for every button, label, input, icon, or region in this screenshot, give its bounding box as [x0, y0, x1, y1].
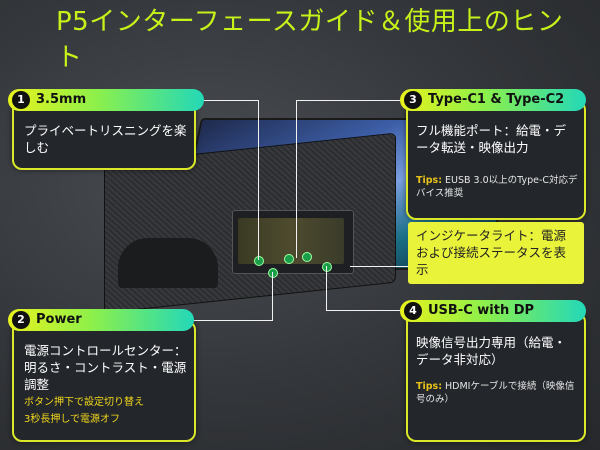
- callout-power-note1: ボタン押下で設定切り替え: [24, 397, 144, 408]
- tips-text: HDMIケーブルで接続（映像信号のみ）: [416, 381, 575, 405]
- callout-typec-label: Type-C1 & Type-C2: [428, 92, 565, 107]
- tips-tag: Tips:: [416, 175, 442, 186]
- callout-usbc-dp-body: 映像信号出力専用（給電・データ非対応）: [416, 335, 567, 367]
- port-usbc-dp-dot[interactable]: [322, 262, 332, 272]
- callout-power-label: Power: [36, 312, 82, 327]
- number-badge: 3: [404, 91, 422, 109]
- number-badge: 2: [12, 311, 30, 329]
- leader-line-4: [326, 266, 327, 310]
- callout-audio-body: プライベートリスニングを楽しむ: [24, 123, 187, 155]
- leader-line-4b: [326, 310, 401, 311]
- kickstand: [118, 238, 218, 288]
- page-title: P5インターフェースガイド＆使用上のヒント: [56, 7, 564, 73]
- tips-tag: Tips:: [416, 381, 442, 392]
- leader-line-2b: [192, 320, 273, 321]
- port-audio-dot[interactable]: [254, 256, 264, 266]
- callout-typec-header: 3 Type-C1 & Type-C2: [400, 89, 586, 111]
- callout-audio-label: 3.5mm: [36, 92, 87, 107]
- number-badge: 1: [12, 91, 30, 109]
- port-power-dot[interactable]: [268, 268, 278, 278]
- callout-typec-body: フル機能ポート：給電・データ転送・映像出力: [416, 123, 567, 155]
- leader-line-3: [296, 100, 401, 101]
- leader-line-indicator: [350, 266, 408, 267]
- callout-usbc-dp-header: 4 USB-C with DP: [400, 300, 586, 322]
- port-type-c1-dot[interactable]: [284, 254, 294, 264]
- callout-power-note2: 3秒長押しで電源オフ: [24, 414, 121, 425]
- tips-text: EUSB 3.0以上のType-C対応デバイス推奨: [416, 175, 578, 199]
- callout-power-body: 電源コントロールセンター：明るさ・コントラスト・電源調整: [24, 343, 187, 392]
- number-badge: 4: [404, 302, 422, 320]
- callout-power-card: 電源コントロールセンター：明るさ・コントラスト・電源調整 ボタン押下で設定切り替…: [12, 320, 196, 442]
- callout-audio-card: プライベートリスニングを楽しむ: [12, 100, 196, 170]
- callout-audio-header: 1 3.5mm: [8, 89, 204, 111]
- leader-line-1b: [258, 100, 259, 260]
- callout-usbc-dp-tips: Tips: HDMIケーブルで接続（映像信号のみ）: [416, 380, 578, 406]
- callout-usbc-dp-label: USB-C with DP: [428, 303, 535, 318]
- leader-line-1: [202, 100, 258, 101]
- callout-power-header: 2 Power: [8, 309, 194, 331]
- indicator-light-note: インジケータライト：電源および接続ステータスを表示: [408, 222, 584, 284]
- callout-typec-tips: Tips: EUSB 3.0以上のType-C対応デバイス推奨: [416, 174, 578, 200]
- port-type-c2-dot[interactable]: [302, 252, 312, 262]
- leader-line-3b: [296, 100, 297, 258]
- leader-line-2: [272, 272, 273, 320]
- callout-typec-card: フル機能ポート：給電・データ転送・映像出力 Tips: EUSB 3.0以上のT…: [406, 100, 586, 220]
- callout-usbc-dp-card: 映像信号出力専用（給電・データ非対応） Tips: HDMIケーブルで接続（映像…: [406, 312, 586, 442]
